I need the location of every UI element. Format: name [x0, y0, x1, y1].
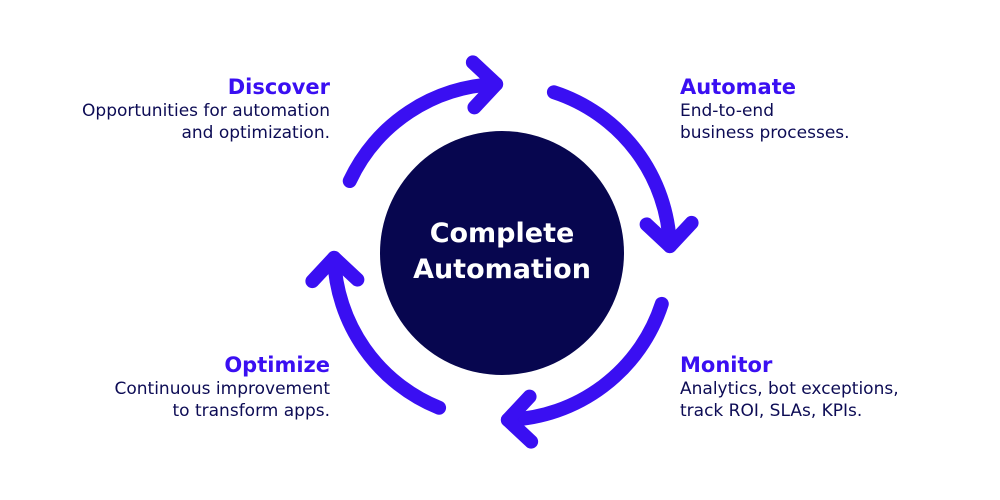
stage-description-line: Continuous improvement	[114, 379, 331, 399]
arrow-optimize-to-discover	[327, 250, 447, 415]
stage-title: Monitor	[680, 353, 773, 377]
stage-description-line: and optimization.	[181, 123, 330, 143]
arrow-automate-to-monitor	[546, 85, 677, 254]
stage-description-line: Opportunities for automation	[82, 101, 330, 121]
center-title-line2: Automation	[413, 254, 591, 285]
stage-automate: Automate End-to-end business processes.	[680, 74, 850, 144]
center-circle	[380, 131, 624, 375]
center-title-line1: Complete	[430, 218, 575, 249]
stage-description-line: business processes.	[680, 123, 850, 143]
stage-description-line: End-to-end	[680, 101, 774, 121]
stage-title: Optimize	[224, 353, 330, 377]
stage-description-line: track ROI, SLAs, KPIs.	[680, 401, 863, 421]
stage-discover: Discover Opportunities for automation an…	[82, 74, 330, 144]
arrowhead-icon	[305, 250, 365, 289]
arrow-monitor-to-optimize	[500, 296, 669, 427]
arrowhead-icon	[500, 389, 539, 449]
arrow-discover-to-automate	[342, 77, 504, 188]
stage-description-line: Analytics, bot exceptions,	[680, 379, 899, 399]
arrowhead-icon	[639, 215, 699, 254]
stage-title: Discover	[227, 75, 330, 99]
cycle-arrows	[305, 55, 699, 449]
arrowhead-icon	[465, 55, 504, 115]
stage-monitor: Monitor Analytics, bot exceptions, track…	[680, 352, 899, 422]
stage-description-line: to transform apps.	[172, 401, 330, 421]
stage-optimize: Optimize Continuous improvement to trans…	[115, 352, 331, 422]
stage-title: Automate	[680, 75, 797, 99]
